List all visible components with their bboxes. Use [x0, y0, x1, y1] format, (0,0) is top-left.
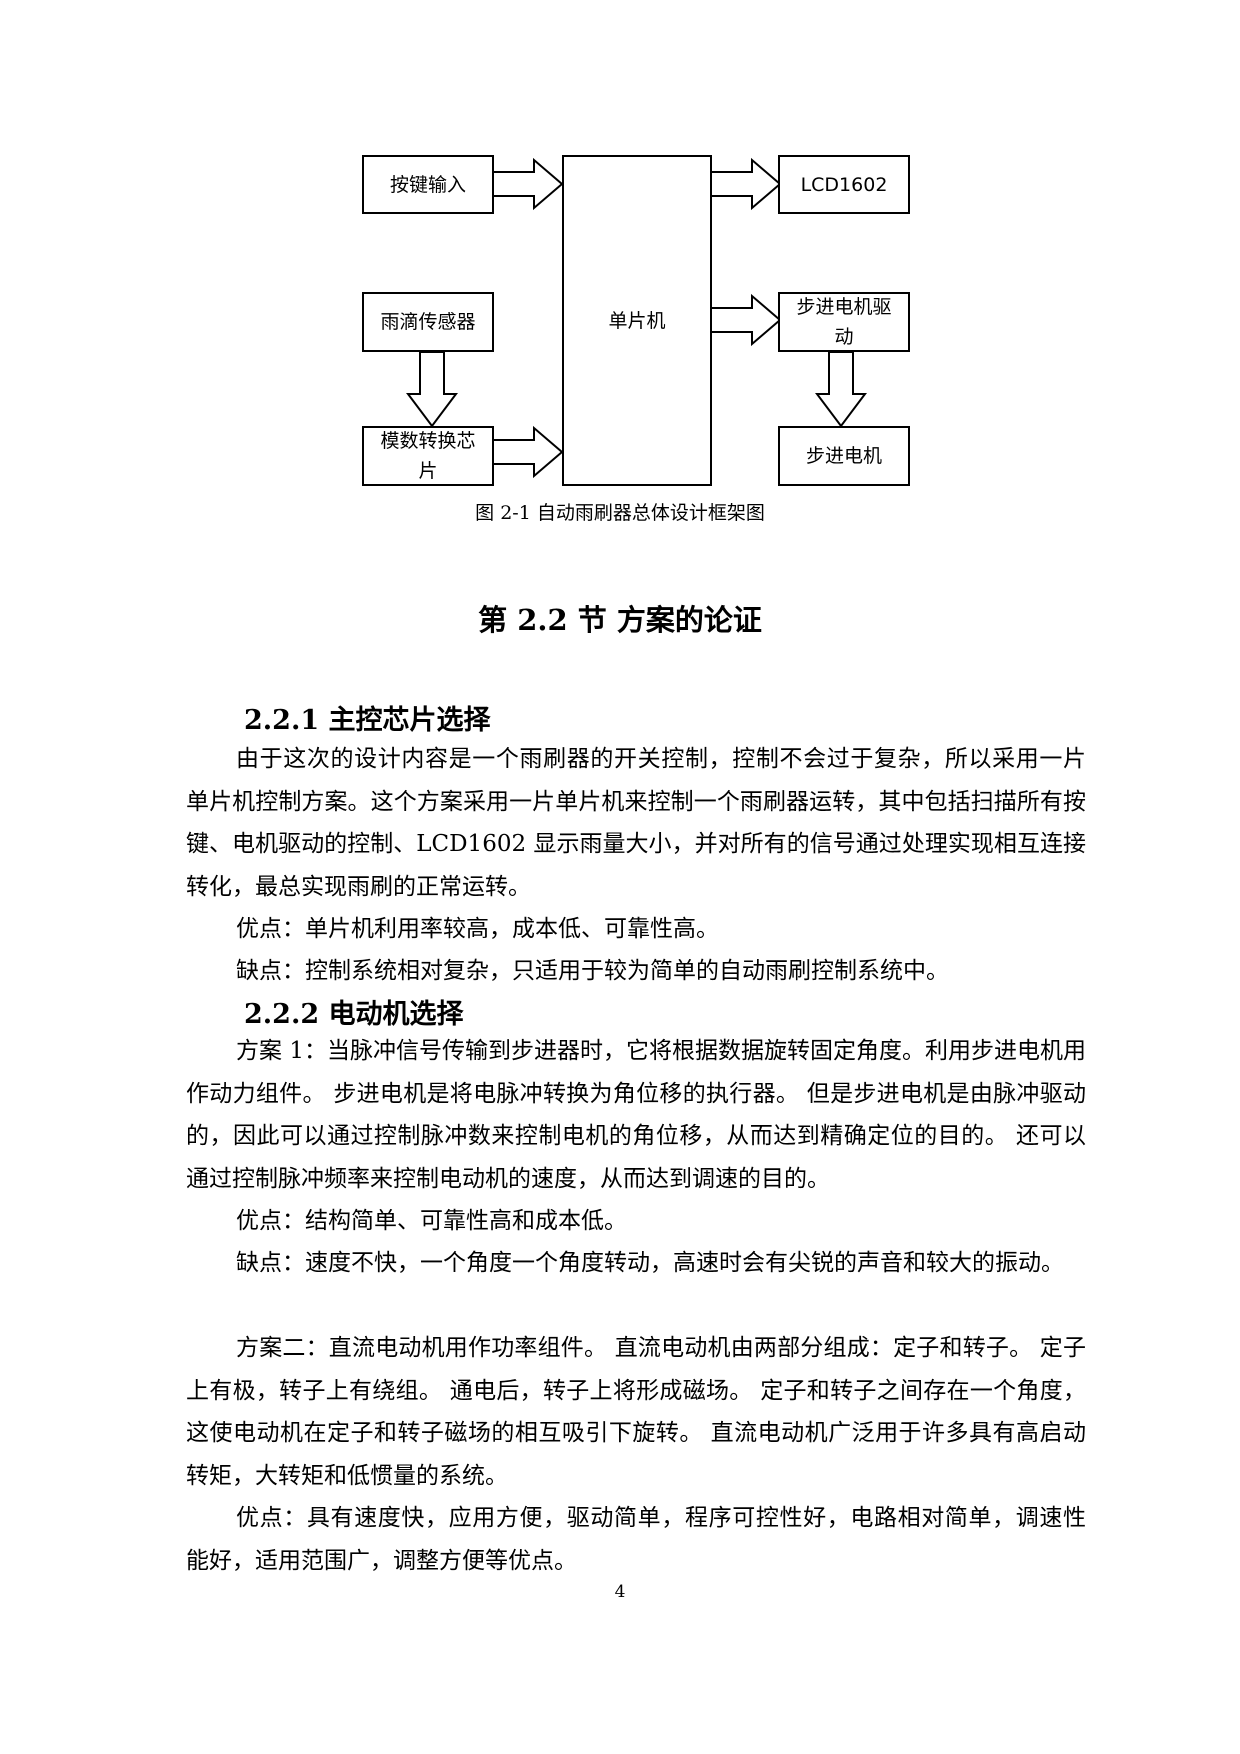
subheading-motor-selection: 2.2.2 电动机选择: [244, 999, 464, 1030]
box-lcd-label: LCD1602: [800, 173, 888, 196]
figure-caption: 图 2-1 自动雨刷器总体设计框架图: [475, 502, 765, 524]
paragraph-chip-cons: 缺点：控制系统相对复杂，只适用于较为简单的自动雨刷控制系统中。: [236, 958, 949, 984]
box-stepper-driver-label: 步进电机驱动: [796, 296, 892, 348]
box-stepper-motor: 步进电机: [778, 426, 910, 486]
box-keys-label: 按键输入: [389, 173, 466, 196]
arrow-mcu-to-lcd: [709, 157, 782, 211]
arrow-keys-to-mcu: [491, 157, 564, 211]
arrow-sensor-to-adc: [406, 351, 458, 428]
diagram-arrows: [406, 157, 867, 479]
paragraph-chip-pros: 优点：单片机利用率较高，成本低、可靠性高。: [236, 916, 719, 942]
box-adc: 模数转换芯片: [362, 426, 494, 486]
paragraph-stepper-scheme: 方案 1：当脉冲信号传输到步进器时，它将根据数据旋转固定角度。利用步进电机用作动…: [186, 1038, 1086, 1192]
box-stepper-motor-label: 步进电机: [805, 445, 882, 467]
box-adc-label: 模数转换芯片: [380, 430, 476, 482]
arrow-mcu-to-driver: [709, 293, 782, 347]
arrow-adc-to-mcu: [491, 425, 564, 479]
paragraph-stepper-pros: 优点：结构简单、可靠性高和成本低。: [236, 1208, 627, 1234]
paragraph-dc-pros: 优点：具有速度快，应用方便，驱动简单，程序可控性好，电路相对简单，调速性能好，适…: [186, 1505, 1086, 1574]
page-number: 4: [614, 1582, 626, 1602]
box-rain-sensor: 雨滴传感器: [362, 292, 494, 352]
paragraph-stepper-cons: 缺点：速度不快，一个角度一个角度转动，高速时会有尖锐的声音和较大的振动。: [236, 1250, 1064, 1276]
paragraph-chip-intro: 由于这次的设计内容是一个雨刷器的开关控制，控制不会过于复杂，所以采用一片单片机控…: [186, 746, 1086, 900]
box-mcu: 单片机: [562, 155, 712, 486]
box-mcu-label: 单片机: [608, 309, 666, 332]
box-lcd: LCD1602: [778, 155, 910, 214]
box-rain-sensor-label: 雨滴传感器: [380, 311, 476, 333]
block-diagram: 按键输入 雨滴传感器 模数转换芯片 单片机 LCD1602 步进电机驱动 步进电…: [0, 0, 1240, 540]
arrow-driver-to-motor: [815, 351, 867, 428]
section-title: 第 2.2 节 方案的论证: [478, 603, 762, 637]
box-stepper-driver: 步进电机驱动: [778, 292, 910, 352]
box-keys: 按键输入: [362, 155, 494, 214]
subheading-chip-selection: 2.2.1 主控芯片选择: [244, 705, 491, 736]
paragraph-dc-scheme: 方案二：直流电动机用作功率组件。 直流电动机由两部分组成：定子和转子。 定子上有…: [186, 1335, 1086, 1489]
